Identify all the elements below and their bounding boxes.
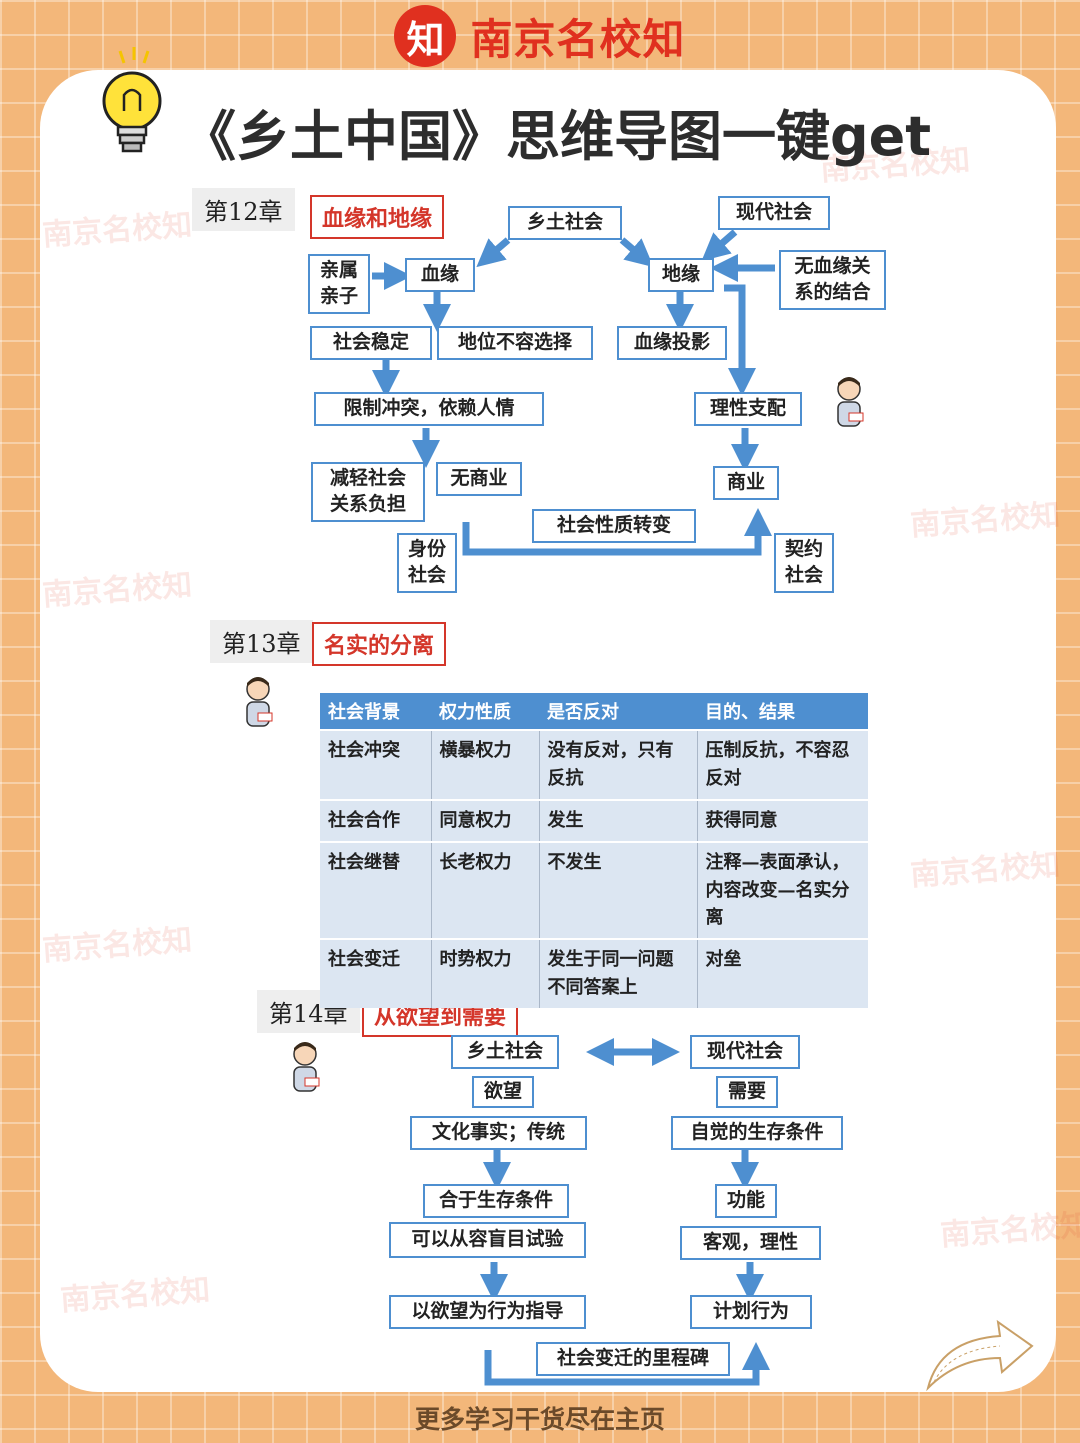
table-cell: 对垒 bbox=[697, 939, 868, 1008]
table-cell: 获得同意 bbox=[697, 800, 868, 842]
node-relatives: 亲属 亲子 bbox=[308, 254, 370, 314]
node-nonblood-union: 无血缘关 系的结合 bbox=[779, 250, 886, 310]
table-row: 社会继替 长老权力 不发生 注释—表面承认，内容改变—名实分离 bbox=[320, 842, 868, 940]
table-row: 社会冲突 横暴权力 没有反对，只有反抗 压制反抗，不容忍反对 bbox=[320, 730, 868, 800]
table-cell: 社会继替 bbox=[320, 842, 431, 940]
table-cell: 发生 bbox=[539, 800, 697, 842]
table-header: 目的、结果 bbox=[697, 693, 868, 730]
power-table: 社会背景 权力性质 是否反对 目的、结果 社会冲突 横暴权力 没有反对，只有反抗… bbox=[320, 693, 868, 1008]
node-conscious-condition: 自觉的生存条件 bbox=[671, 1116, 843, 1150]
node-xiangtu-society: 乡土社会 bbox=[508, 206, 622, 240]
node-objective-rational: 客观，理性 bbox=[680, 1226, 821, 1260]
node-rational-rule: 理性支配 bbox=[694, 392, 802, 426]
node-society-transform: 社会性质转变 bbox=[532, 509, 696, 543]
node-blind-trial: 可以从容盲目试验 bbox=[389, 1222, 586, 1258]
table-cell: 时势权力 bbox=[431, 939, 539, 1008]
table-row: 社会变迁 时势权力 发生于同一问题不同答案上 对垒 bbox=[320, 939, 868, 1008]
node-function: 功能 bbox=[715, 1184, 777, 1218]
table-cell: 没有反对，只有反抗 bbox=[539, 730, 697, 800]
node-no-commerce: 无商业 bbox=[436, 462, 522, 496]
node-status-fixed: 地位不容选择 bbox=[437, 326, 593, 360]
table-cell: 社会变迁 bbox=[320, 939, 431, 1008]
node-commerce: 商业 bbox=[713, 466, 779, 500]
table-header: 是否反对 bbox=[539, 693, 697, 730]
table-row: 社会合作 同意权力 发生 获得同意 bbox=[320, 800, 868, 842]
node-milestone: 社会变迁的里程碑 bbox=[536, 1342, 730, 1376]
node-modern-society: 现代社会 bbox=[718, 196, 830, 230]
teacher-avatar-icon bbox=[285, 1040, 325, 1096]
table-cell: 社会合作 bbox=[320, 800, 431, 842]
node-xueyuan: 血缘 bbox=[405, 258, 475, 292]
footer-text: 更多学习干货尽在主页 bbox=[0, 1400, 1080, 1436]
node-need: 需要 bbox=[716, 1076, 778, 1108]
table-cell: 同意权力 bbox=[431, 800, 539, 842]
table-cell: 社会冲突 bbox=[320, 730, 431, 800]
curved-arrow-icon bbox=[920, 1310, 1040, 1395]
node-blood-projection: 血缘投影 bbox=[617, 326, 727, 360]
table-header-row: 社会背景 权力性质 是否反对 目的、结果 bbox=[320, 693, 868, 730]
node-contract-society: 契约 社会 bbox=[774, 533, 834, 593]
node-identity-society: 身份 社会 bbox=[397, 533, 457, 593]
table-header: 社会背景 bbox=[320, 693, 431, 730]
node-diyuan: 地缘 bbox=[648, 258, 714, 292]
table-header: 权力性质 bbox=[431, 693, 539, 730]
node-modern-society-14: 现代社会 bbox=[690, 1035, 800, 1069]
node-fit-condition: 合于生存条件 bbox=[423, 1184, 569, 1218]
teacher-avatar-icon bbox=[238, 675, 278, 731]
node-cultural-fact: 文化事实；传统 bbox=[410, 1116, 587, 1150]
node-desire-guide: 以欲望为行为指导 bbox=[389, 1295, 586, 1329]
node-limit-conflict: 限制冲突，依赖人情 bbox=[314, 392, 544, 426]
node-xiangtu-society-14: 乡土社会 bbox=[451, 1035, 559, 1069]
teacher-avatar-icon bbox=[829, 375, 869, 431]
table-cell: 压制反抗，不容忍反对 bbox=[697, 730, 868, 800]
table-cell: 注释—表面承认，内容改变—名实分离 bbox=[697, 842, 868, 940]
node-social-stable: 社会稳定 bbox=[310, 326, 432, 360]
table-cell: 发生于同一问题不同答案上 bbox=[539, 939, 697, 1008]
node-reduce-burden: 减轻社会 关系负担 bbox=[311, 462, 425, 522]
node-planned-action: 计划行为 bbox=[690, 1295, 812, 1329]
node-desire: 欲望 bbox=[472, 1076, 534, 1108]
table-cell: 长老权力 bbox=[431, 842, 539, 940]
table-cell: 不发生 bbox=[539, 842, 697, 940]
table-cell: 横暴权力 bbox=[431, 730, 539, 800]
